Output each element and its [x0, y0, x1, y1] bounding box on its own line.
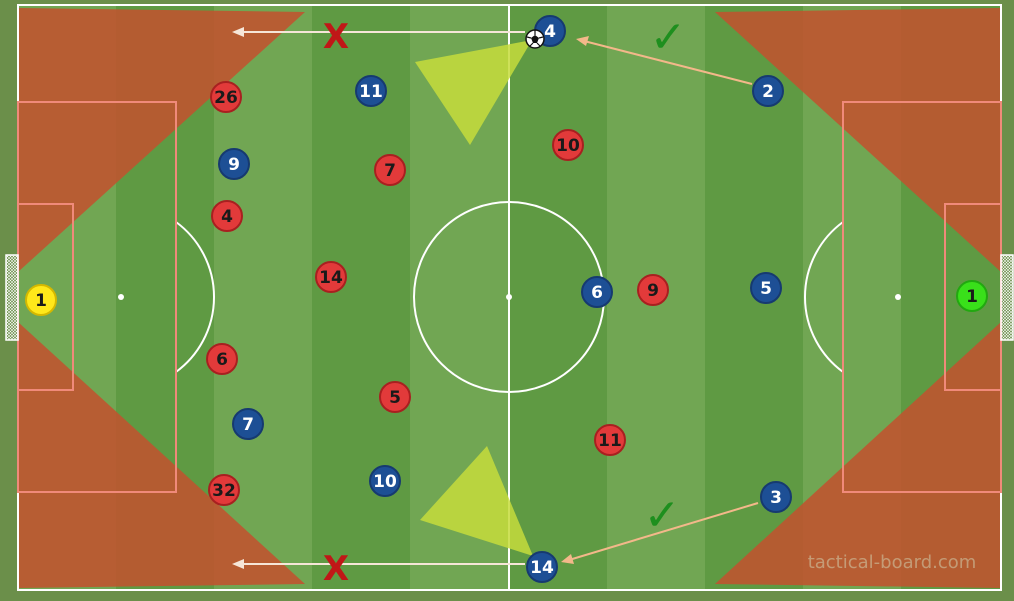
check-mark-top: ✓	[650, 12, 687, 63]
arrow-icon	[561, 554, 574, 564]
player-token-blue[interactable]: 6	[581, 276, 613, 308]
arrow-icon	[232, 27, 244, 37]
player-token-blue[interactable]: 5	[750, 272, 782, 304]
svg-text:11: 11	[598, 431, 622, 451]
run-arrow-bottom-left	[232, 559, 525, 569]
penalty-arc-right	[803, 221, 844, 373]
svg-text:6: 6	[216, 350, 228, 370]
penalty-arc-left	[175, 221, 216, 373]
player-token-blue[interactable]: 11	[355, 75, 387, 107]
run-arrow-top-left	[232, 27, 525, 37]
svg-text:7: 7	[242, 415, 254, 435]
goalkeeper-token-left[interactable]: 1	[25, 284, 57, 316]
pass-arrow-3-to-14	[561, 502, 759, 564]
danger-zone-bottom-right	[715, 322, 1001, 588]
svg-text:6: 6	[591, 283, 603, 303]
player-token-blue[interactable]: 7	[232, 408, 264, 440]
danger-zone-top-right	[715, 8, 1001, 272]
svg-text:10: 10	[373, 472, 397, 492]
player-token-red[interactable]: 14	[315, 261, 347, 293]
penalty-spot-left	[118, 294, 124, 300]
svg-text:11: 11	[359, 82, 383, 102]
svg-text:10: 10	[556, 136, 580, 156]
arrow-icon	[232, 559, 244, 569]
center-spot	[506, 294, 512, 300]
svg-text:7: 7	[384, 161, 396, 181]
arrows	[232, 27, 759, 569]
player-token-blue[interactable]: 2	[752, 75, 784, 107]
goal-net-icon	[1000, 254, 1014, 341]
svg-text:1: 1	[35, 291, 47, 311]
player-token-red[interactable]: 4	[211, 200, 243, 232]
soccer-ball-icon[interactable]	[525, 29, 545, 49]
player-token-red[interactable]: 6	[206, 343, 238, 375]
svg-text:2: 2	[762, 82, 774, 102]
player-token-blue[interactable]: 3	[760, 481, 792, 513]
player-token-red[interactable]: 9	[637, 274, 669, 306]
danger-zone-top-left	[18, 8, 305, 272]
cross-mark-top: X	[323, 17, 349, 57]
pass-arrow-2-to-4	[576, 36, 753, 85]
cross-mark-bottom: X	[323, 549, 349, 589]
svg-text:32: 32	[212, 481, 236, 501]
vision-cone-bottom	[420, 446, 533, 556]
svg-text:4: 4	[221, 207, 233, 227]
player-token-red[interactable]: 7	[374, 154, 406, 186]
arrow-icon	[576, 36, 589, 46]
goalkeeper-token-right[interactable]: 1	[956, 280, 988, 312]
svg-text:5: 5	[389, 388, 401, 408]
svg-text:14: 14	[530, 558, 554, 578]
penalty-spot-right	[895, 294, 901, 300]
vision-cone-top	[415, 40, 532, 145]
check-mark-bottom: ✓	[644, 490, 681, 541]
player-token-blue[interactable]: 9	[218, 148, 250, 180]
svg-text:3: 3	[770, 488, 782, 508]
player-token-blue[interactable]: 14	[526, 551, 558, 583]
player-token-red[interactable]: 32	[208, 474, 240, 506]
svg-text:5: 5	[760, 279, 772, 299]
svg-text:1: 1	[966, 287, 978, 307]
svg-text:9: 9	[228, 155, 240, 175]
goal-net-icon	[5, 254, 19, 341]
svg-text:14: 14	[319, 268, 343, 288]
player-token-red[interactable]: 5	[379, 381, 411, 413]
watermark: tactical-board.com	[808, 552, 977, 573]
svg-text:26: 26	[214, 88, 238, 108]
player-token-red[interactable]: 26	[210, 81, 242, 113]
danger-zones	[18, 8, 1001, 588]
svg-text:4: 4	[544, 22, 556, 42]
player-token-red[interactable]: 10	[552, 129, 584, 161]
svg-text:9: 9	[647, 281, 659, 301]
player-token-blue[interactable]: 10	[369, 465, 401, 497]
danger-zone-bottom-left	[18, 322, 305, 588]
player-token-red[interactable]: 11	[594, 424, 626, 456]
